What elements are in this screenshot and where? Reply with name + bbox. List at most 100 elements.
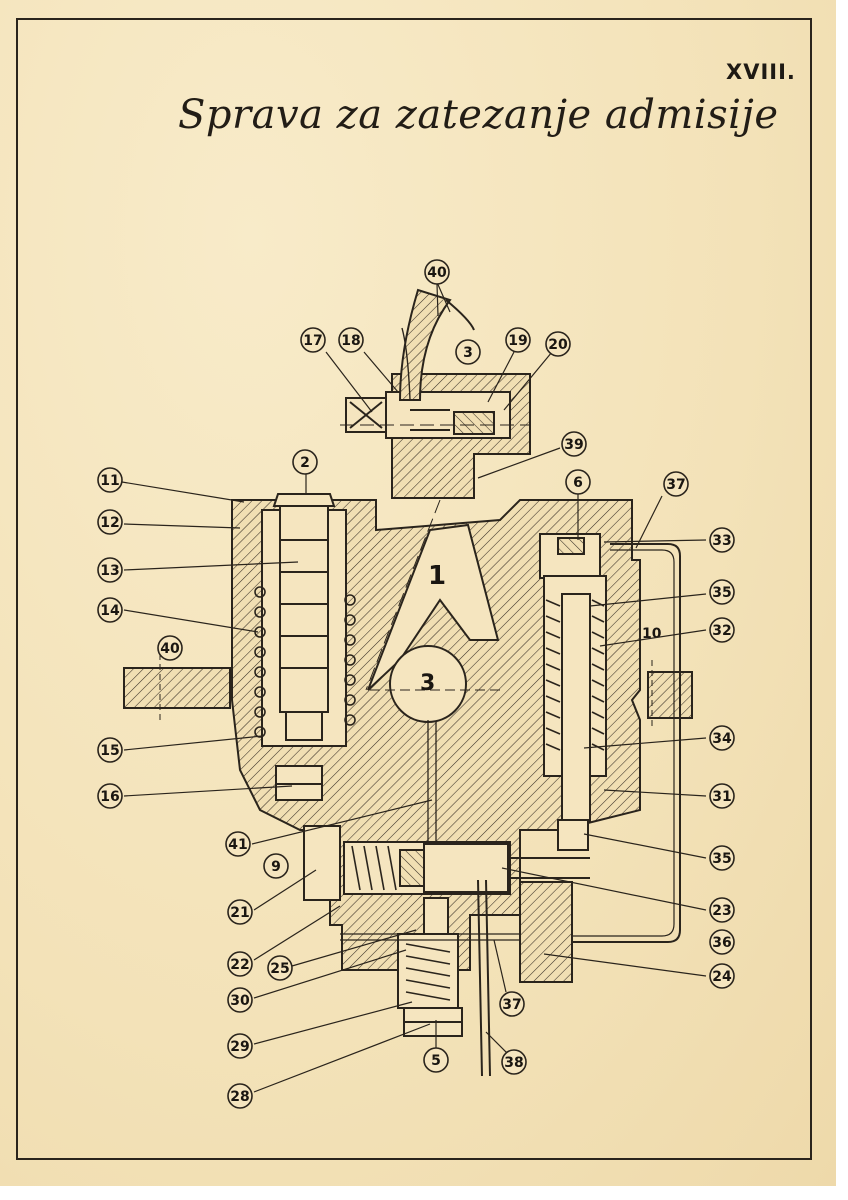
callout-circle — [499, 991, 525, 1017]
callout-number: 37 — [666, 477, 685, 493]
callout-number: 14 — [100, 603, 120, 619]
callout-35: 35 — [709, 845, 735, 871]
callout-16: 16 — [97, 783, 123, 809]
callout-18: 18 — [338, 327, 364, 353]
callout-number: 31 — [712, 789, 731, 805]
callout-number: 22 — [230, 957, 249, 973]
callout-number: 35 — [712, 851, 731, 867]
callout-21: 21 — [227, 899, 253, 925]
callout-number: 19 — [508, 333, 527, 349]
callout-number: 2 — [300, 455, 310, 471]
callout-23: 23 — [709, 897, 735, 923]
callout-circle — [709, 783, 735, 809]
assembly-section — [123, 279, 693, 1077]
callout-17: 17 — [300, 327, 326, 353]
callout-number: 32 — [712, 623, 731, 639]
callout-6: 6 — [565, 469, 591, 495]
callout-number: 12 — [100, 515, 119, 531]
callout-number: 24 — [712, 969, 732, 985]
drawing-title: Sprava za zatezanje admisije — [178, 92, 779, 138]
callout-number: 6 — [573, 475, 583, 491]
callout-3: 3 — [455, 339, 481, 365]
callout-circle — [267, 955, 293, 981]
callout-number: 11 — [100, 473, 119, 489]
callout-number: 41 — [228, 837, 247, 853]
callout-circle — [97, 783, 123, 809]
callout-39: 39 — [561, 431, 587, 457]
callout-number: 40 — [160, 641, 180, 657]
callout-25: 25 — [267, 955, 293, 981]
callout-number: 33 — [712, 533, 731, 549]
callout-circle — [263, 853, 289, 879]
callout-37: 37 — [663, 471, 689, 497]
callout-30: 30 — [227, 987, 253, 1013]
callout-number: 36 — [712, 935, 731, 951]
callout-number: 5 — [431, 1053, 441, 1069]
callout-circle — [423, 1047, 449, 1073]
callout-number: 30 — [230, 993, 250, 1009]
callout-number: 37 — [502, 997, 521, 1013]
callout-number: 9 — [271, 859, 281, 875]
callout-circle — [545, 331, 571, 357]
callout-40: 40 — [424, 259, 450, 285]
callout-11: 11 — [97, 467, 123, 493]
callout-38: 38 — [501, 1049, 527, 1075]
callout-number: 16 — [100, 789, 119, 805]
sheet-border — [16, 18, 812, 1160]
callout-circle — [565, 469, 591, 495]
callout-36: 36 — [709, 929, 735, 955]
callout-circle — [97, 597, 123, 623]
callout-number: 25 — [270, 961, 289, 977]
callout-circle — [300, 327, 326, 353]
callout-circle — [455, 339, 481, 365]
callout-15: 15 — [97, 737, 123, 763]
callout-circle — [338, 327, 364, 353]
callout-34: 34 — [709, 725, 735, 751]
callout-circle — [424, 259, 450, 285]
callout-number: 21 — [230, 905, 249, 921]
callout-circle — [505, 327, 531, 353]
callout-number: 17 — [303, 333, 322, 349]
callout-2: 2 — [292, 449, 318, 475]
callout-31: 31 — [709, 783, 735, 809]
callout-circle — [292, 449, 318, 475]
callout-35: 35 — [709, 579, 735, 605]
callout-circle — [561, 431, 587, 457]
callout-number: 3 — [463, 345, 473, 361]
callout-circle — [709, 845, 735, 871]
callout-circle — [709, 929, 735, 955]
callout-circle — [709, 527, 735, 553]
callout-number: 34 — [712, 731, 732, 747]
sheet-number: XVIII. — [726, 60, 796, 84]
callout-number: 20 — [548, 337, 568, 353]
callout-33: 33 — [709, 527, 735, 553]
callout-29: 29 — [227, 1033, 253, 1059]
callout-37: 37 — [499, 991, 525, 1017]
callout-number: 13 — [100, 563, 119, 579]
callout-circle — [225, 831, 251, 857]
callout-circle — [97, 737, 123, 763]
callout-circle — [709, 897, 735, 923]
callout-22: 22 — [227, 951, 253, 977]
callout-40: 40 — [157, 635, 183, 661]
callout-20: 20 — [545, 331, 571, 357]
callout-circle — [501, 1049, 527, 1075]
callout-32: 32 — [709, 617, 735, 643]
part-label-body: 1 — [428, 561, 446, 591]
callout-number: 15 — [100, 743, 119, 759]
callout-number: 18 — [341, 333, 360, 349]
callout-circle — [709, 579, 735, 605]
callout-circle — [227, 1033, 253, 1059]
callout-number: 23 — [712, 903, 731, 919]
callout-circle — [97, 509, 123, 535]
callout-circle — [227, 1083, 253, 1109]
callout-number: 29 — [230, 1039, 249, 1055]
callout-number: 28 — [230, 1089, 249, 1105]
callout-circle — [227, 951, 253, 977]
callout-circle — [227, 987, 253, 1013]
callout-13: 13 — [97, 557, 123, 583]
callout-circle — [663, 471, 689, 497]
callout-28: 28 — [227, 1083, 253, 1109]
